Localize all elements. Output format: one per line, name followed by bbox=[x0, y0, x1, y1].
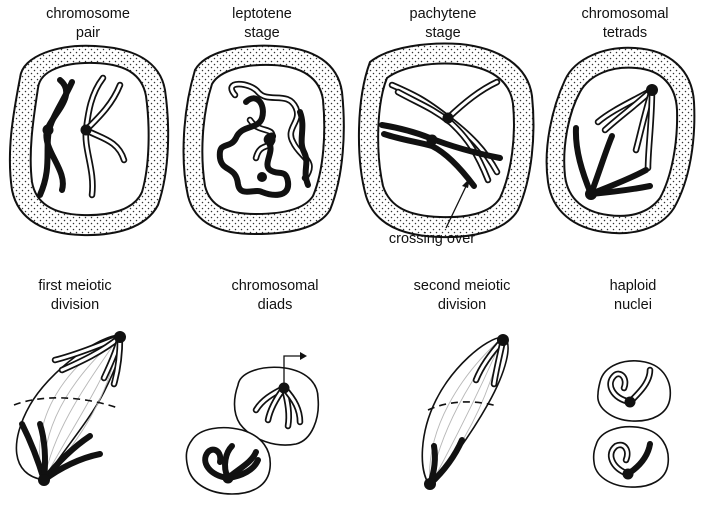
label-second-division-line1: second meiotic bbox=[414, 278, 511, 294]
label-second-division-line2: division bbox=[438, 297, 486, 313]
centromere bbox=[625, 397, 636, 408]
centromere bbox=[646, 84, 658, 96]
label-haploid-line1: haploid bbox=[610, 278, 657, 294]
label-chromosome-pair-line2: pair bbox=[76, 25, 100, 41]
panel-pachytene: crossing over bbox=[359, 44, 534, 247]
label-leptotene-line1: leptotene bbox=[232, 6, 292, 22]
label-pachytene-line2: stage bbox=[425, 25, 460, 41]
centromere bbox=[424, 478, 436, 490]
centromere bbox=[443, 113, 454, 124]
arrowhead bbox=[300, 352, 307, 360]
panel-chromosome-pair bbox=[10, 46, 168, 235]
haploid-nucleus bbox=[598, 361, 670, 421]
panel-haploid bbox=[594, 361, 671, 487]
label-chromosome-pair-line1: chromosome bbox=[46, 6, 130, 22]
centromere bbox=[497, 334, 509, 346]
centromere bbox=[427, 135, 438, 146]
label-diads-line1: chromosomal bbox=[231, 278, 318, 294]
label-first-division-line2: division bbox=[51, 297, 99, 313]
panel-first-division bbox=[14, 331, 126, 486]
panel-second-division bbox=[422, 334, 509, 490]
label-diads-line2: diads bbox=[258, 297, 293, 313]
centromere bbox=[257, 172, 267, 182]
centromere bbox=[623, 469, 634, 480]
centromere bbox=[223, 473, 234, 484]
centromere bbox=[114, 331, 126, 343]
panel-diads bbox=[186, 352, 318, 494]
label-haploid-line2: nuclei bbox=[614, 297, 652, 313]
centromere bbox=[38, 474, 50, 486]
label-leptotene-line2: stage bbox=[244, 25, 279, 41]
label-tetrads-line1: chromosomal bbox=[581, 6, 668, 22]
crossing-over-label: crossing over bbox=[389, 231, 475, 247]
panel-tetrads bbox=[547, 48, 695, 233]
centromere bbox=[265, 135, 276, 146]
centromere bbox=[81, 125, 92, 136]
label-first-division-line1: first meiotic bbox=[38, 278, 111, 294]
centromere bbox=[585, 188, 597, 200]
label-tetrads-line2: tetrads bbox=[603, 25, 647, 41]
centromere bbox=[43, 125, 54, 136]
label-pachytene-line1: pachytene bbox=[410, 6, 477, 22]
centromere bbox=[279, 383, 290, 394]
panel-leptotene bbox=[184, 46, 344, 234]
